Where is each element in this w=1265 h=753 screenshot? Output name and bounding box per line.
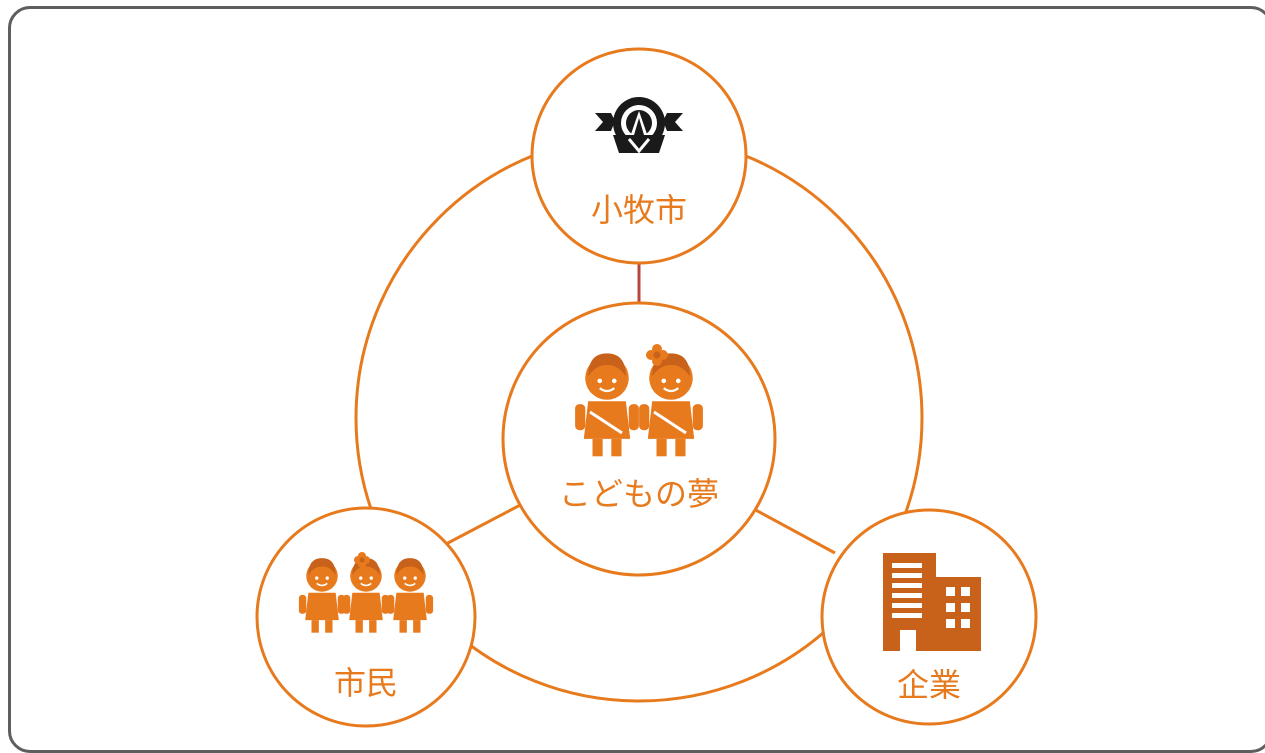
children-pair-icon <box>574 344 704 458</box>
node-childrens-dream: こどもの夢 <box>501 301 777 577</box>
node-komaki-city: 小牧市 <box>530 47 748 265</box>
connector-companies-center <box>751 506 836 555</box>
node-citizens: 市民 <box>255 506 477 728</box>
city-emblem-icon <box>595 97 683 154</box>
citizens-label: 市民 <box>334 664 398 702</box>
komaki-city-label: 小牧市 <box>591 191 687 229</box>
connector-citizens-center <box>445 501 525 546</box>
node-companies: 企業 <box>820 508 1038 726</box>
companies-label: 企業 <box>897 666 961 704</box>
childrens-dream-label: こどもの夢 <box>559 475 719 513</box>
office-building-icon <box>883 553 981 651</box>
three-children-icon <box>298 552 434 634</box>
